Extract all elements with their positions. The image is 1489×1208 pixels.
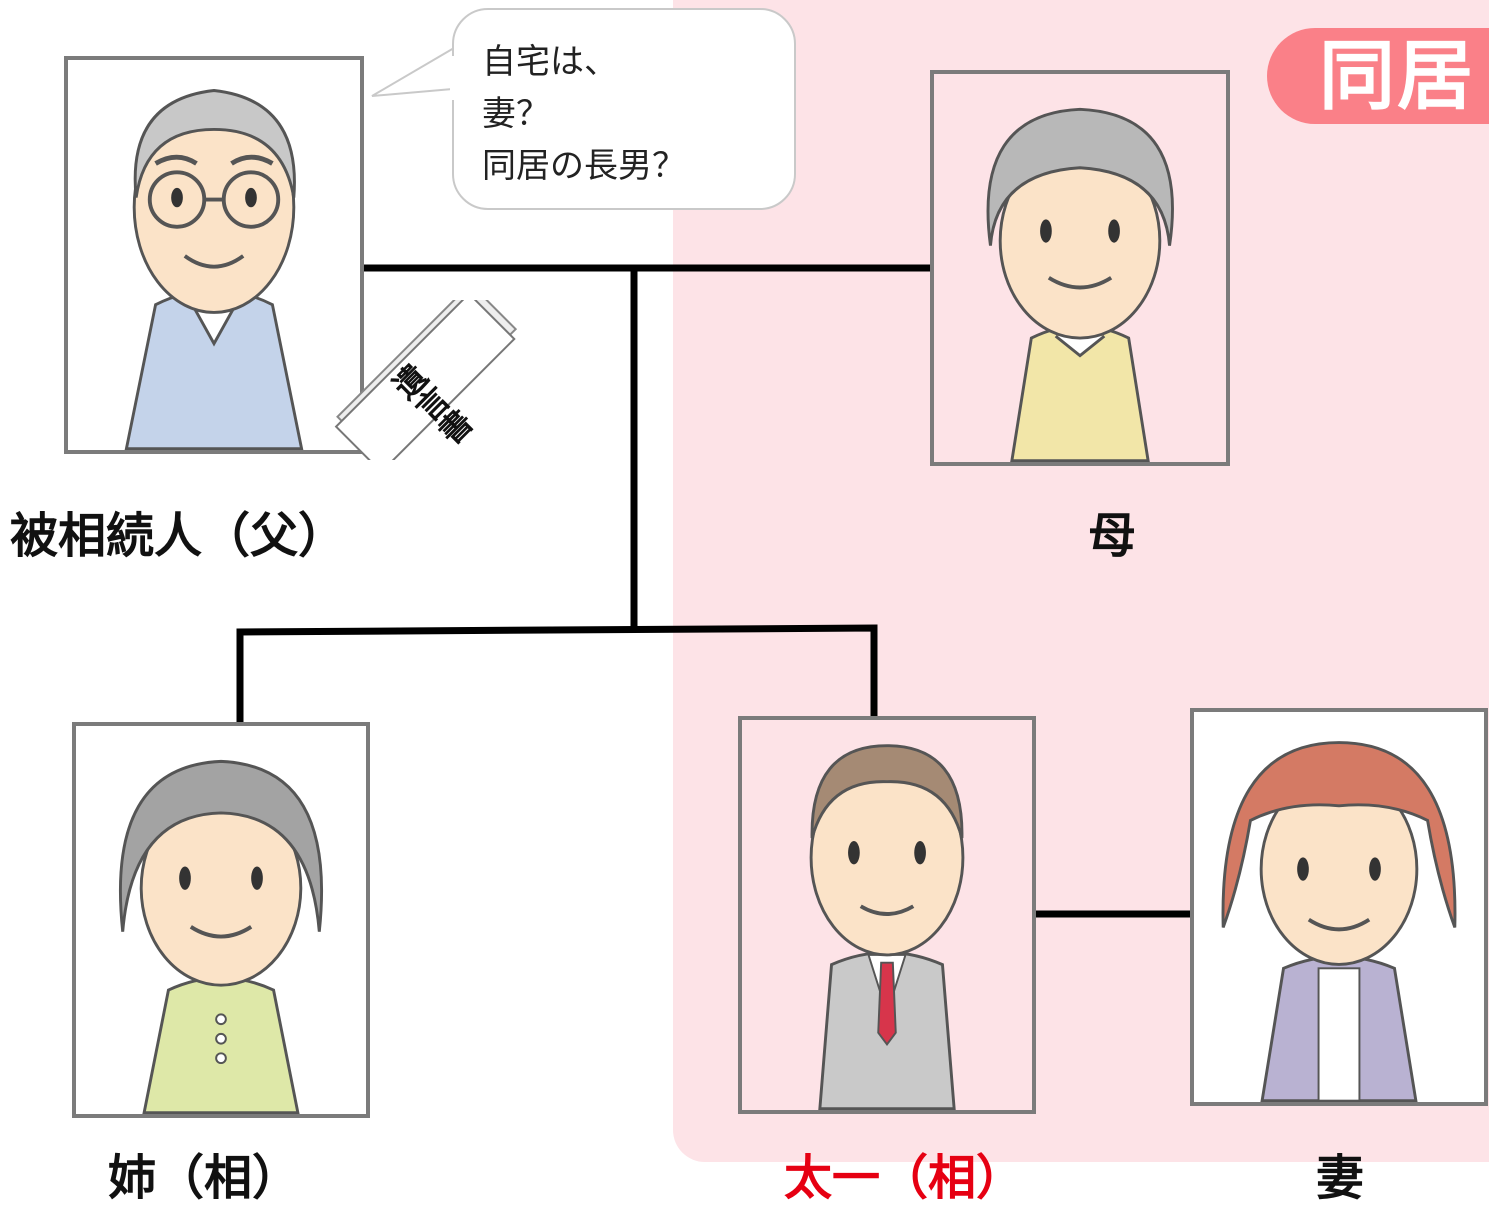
portrait-sister xyxy=(72,722,370,1118)
label-taichi: 太一（相） xyxy=(784,1150,1025,1206)
speech-bubble-tail-cover xyxy=(450,56,470,100)
label-father: 被相続人（父） xyxy=(10,508,347,564)
speech-bubble xyxy=(452,8,796,210)
will-document-icon xyxy=(334,300,518,460)
label-wife: 妻 xyxy=(1316,1150,1365,1206)
will-document: 遺言書 xyxy=(318,300,538,460)
sibling-line xyxy=(236,624,878,724)
speech-bubble-text: 自宅は、 妻？ 同居の長男？ xyxy=(482,42,686,186)
sister-illustration xyxy=(118,759,324,1114)
portrait-father xyxy=(64,56,364,454)
portrait-wife xyxy=(1190,708,1488,1106)
portrait-mother xyxy=(930,70,1230,466)
mother-illustration xyxy=(986,107,1174,462)
taichi-illustration xyxy=(809,744,965,1110)
cohabitation-badge: 同居 xyxy=(1267,28,1489,124)
wife-illustration xyxy=(1221,741,1457,1102)
portrait-taichi xyxy=(738,716,1036,1114)
label-mother: 母 xyxy=(1088,508,1137,564)
father-illustration xyxy=(124,89,304,450)
label-sister: 姉（相） xyxy=(108,1150,301,1206)
speech-bubble-tail xyxy=(371,47,465,97)
